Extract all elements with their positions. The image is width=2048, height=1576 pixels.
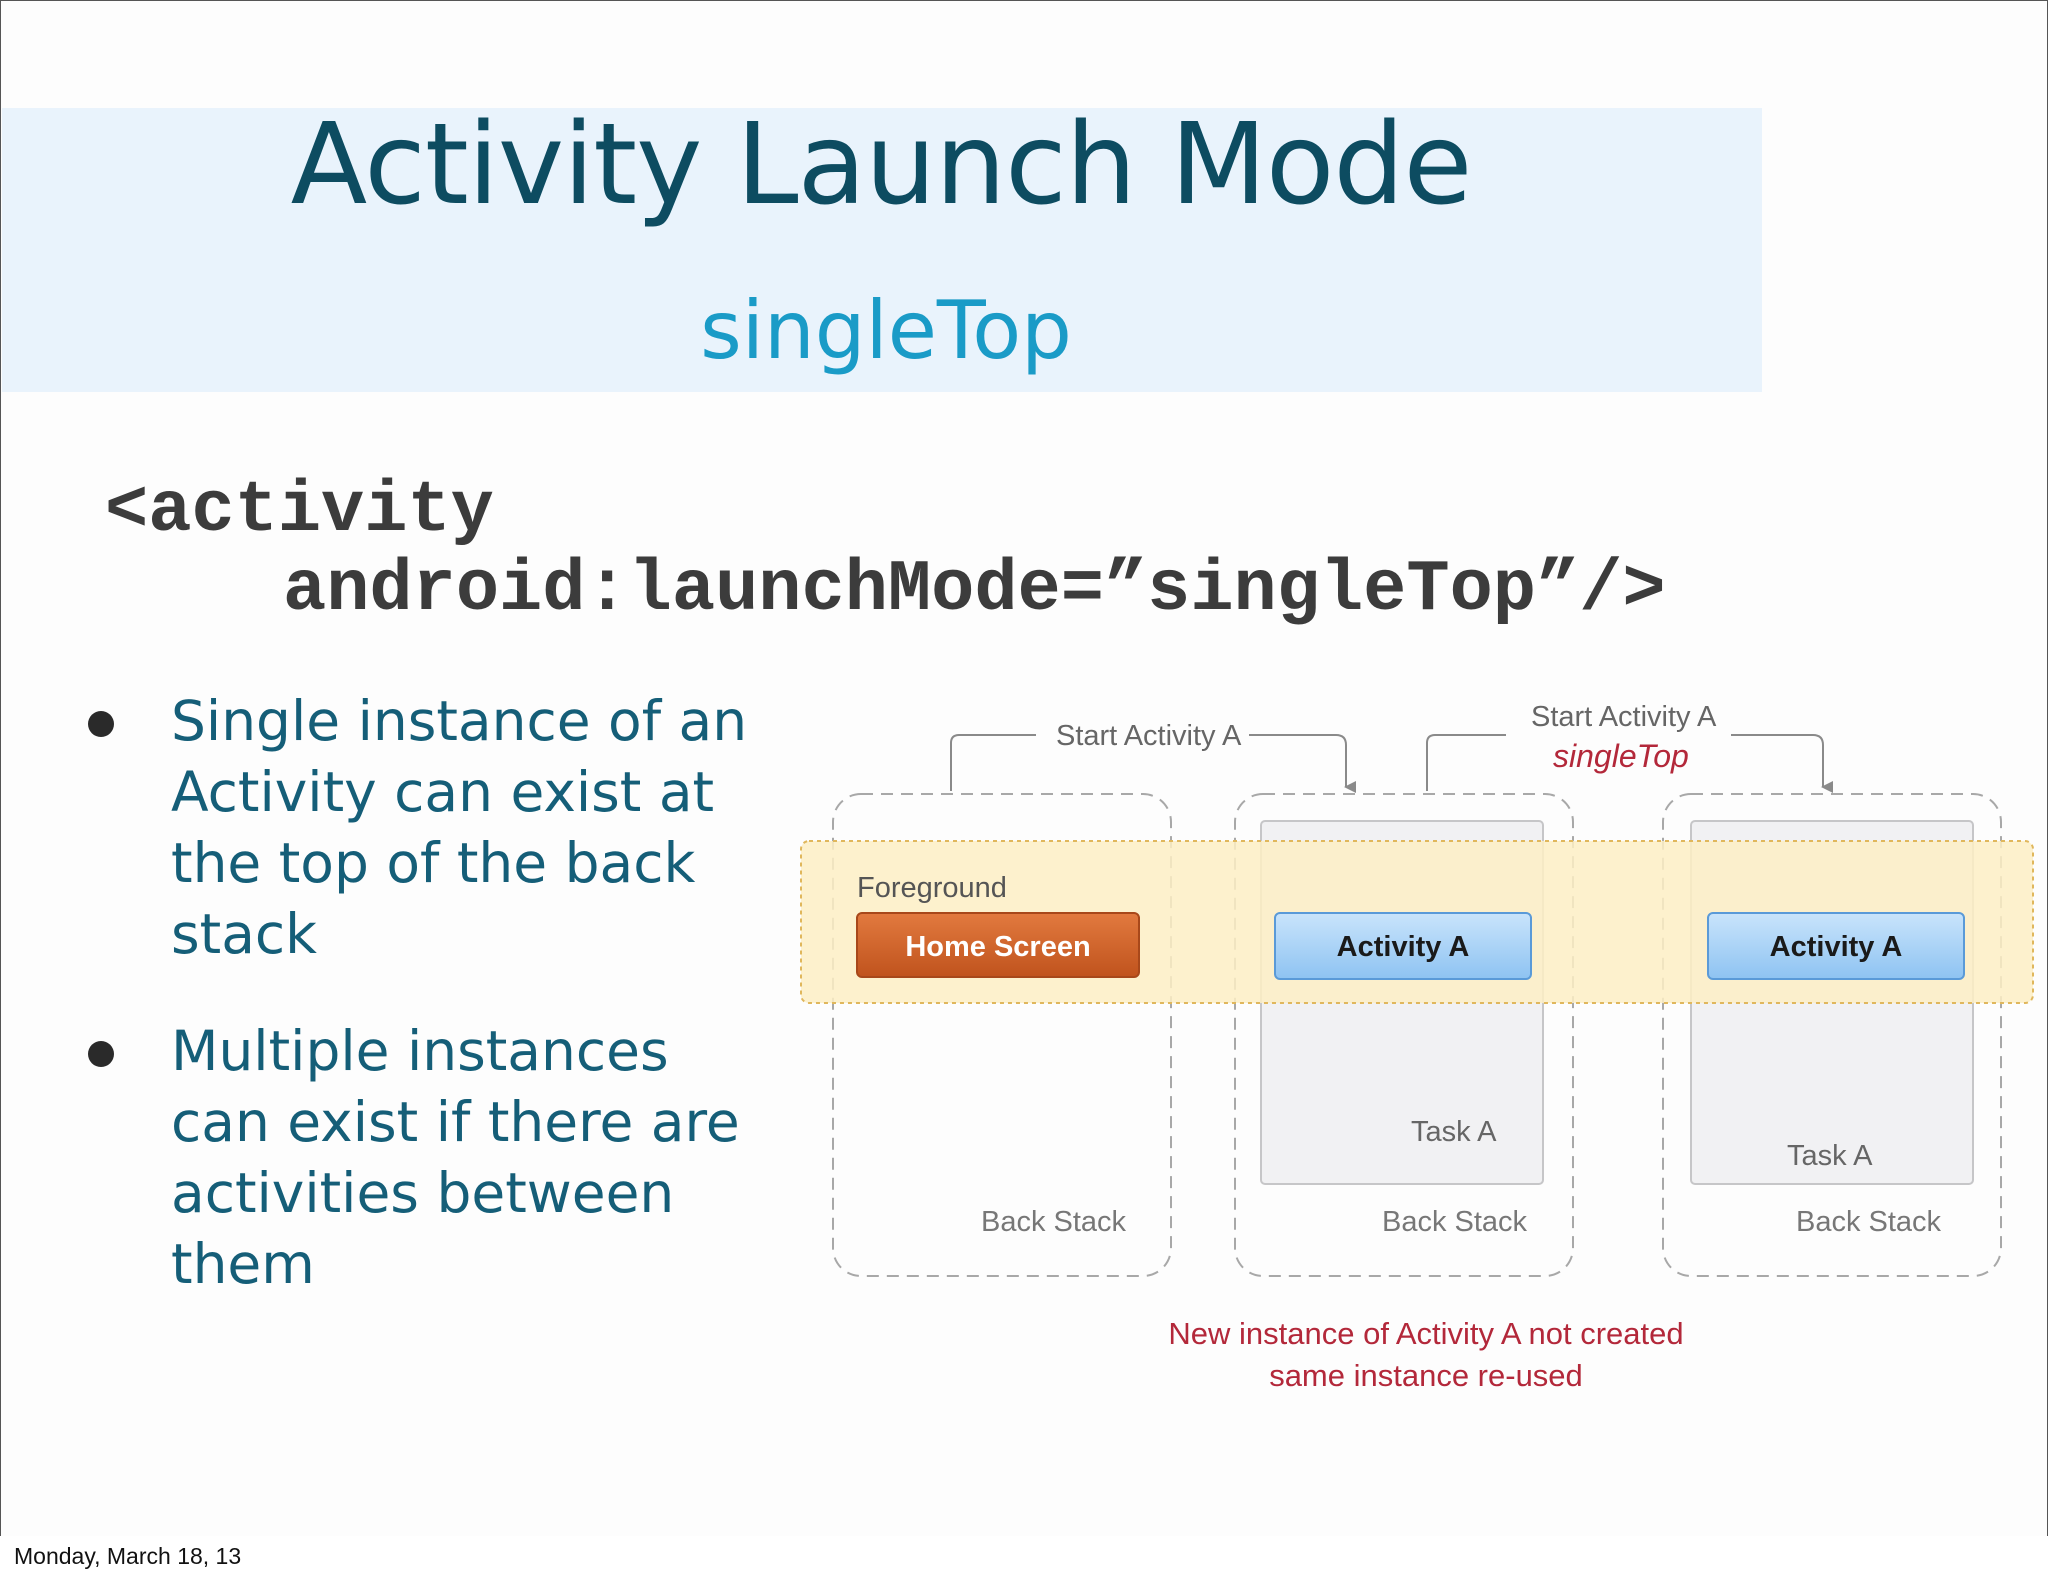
back-stack-container-2 (1234, 793, 1574, 1277)
slide-subtitle: singleTop (700, 284, 1072, 377)
note-line-1: New instance of Activity A not created (1168, 1316, 1683, 1351)
bullet-item: Single instance of an Activity can exist… (171, 689, 748, 966)
task-label-1: Task A (1411, 1116, 1497, 1148)
back-stack-label-1: Back Stack (981, 1206, 1127, 1238)
foreground-label: Foreground (857, 872, 1007, 904)
bullet-icon (88, 1041, 114, 1067)
start-label-2: Start Activity A (1531, 701, 1717, 733)
slide-title: Activity Launch Mode (290, 100, 1473, 230)
activity-a-box-1 (1274, 912, 1532, 980)
activity-a-label-2: Activity A (1770, 931, 1903, 963)
start-label-2-mode: singleTop (1553, 738, 1689, 774)
slide: Activity Launch Mode singleTop <activity… (0, 0, 2048, 1538)
home-screen-box (856, 912, 1140, 978)
footer-date: Monday, March 18, 13 (14, 1543, 242, 1569)
launch-mode-diagram: Start Activity A Start Activity A single… (800, 701, 2034, 1393)
activity-a-box-2 (1707, 912, 1965, 980)
activity-a-label-1: Activity A (1337, 931, 1470, 963)
note-line-2: same instance re-used (1269, 1358, 1583, 1393)
code-line-2: android:launchMode=”singleTop”/> (283, 549, 1666, 631)
home-screen-label: Home Screen (905, 931, 1090, 963)
task-label-2: Task A (1787, 1140, 1873, 1172)
title-band (2, 108, 1762, 392)
back-stack-label-3: Back Stack (1796, 1206, 1942, 1238)
code-line-1: <activity (105, 470, 494, 552)
start-arrow-2 (1426, 734, 1823, 791)
start-label-1: Start Activity A (1056, 720, 1242, 752)
start-arrow-1 (950, 734, 1346, 791)
footer-bar (0, 1536, 2048, 1576)
bullet-item: Multiple instances can exist if there ar… (171, 1019, 740, 1296)
back-stack-label-2: Back Stack (1382, 1206, 1528, 1238)
bullet-icon (88, 711, 114, 737)
back-stack-container-1 (832, 793, 1172, 1277)
